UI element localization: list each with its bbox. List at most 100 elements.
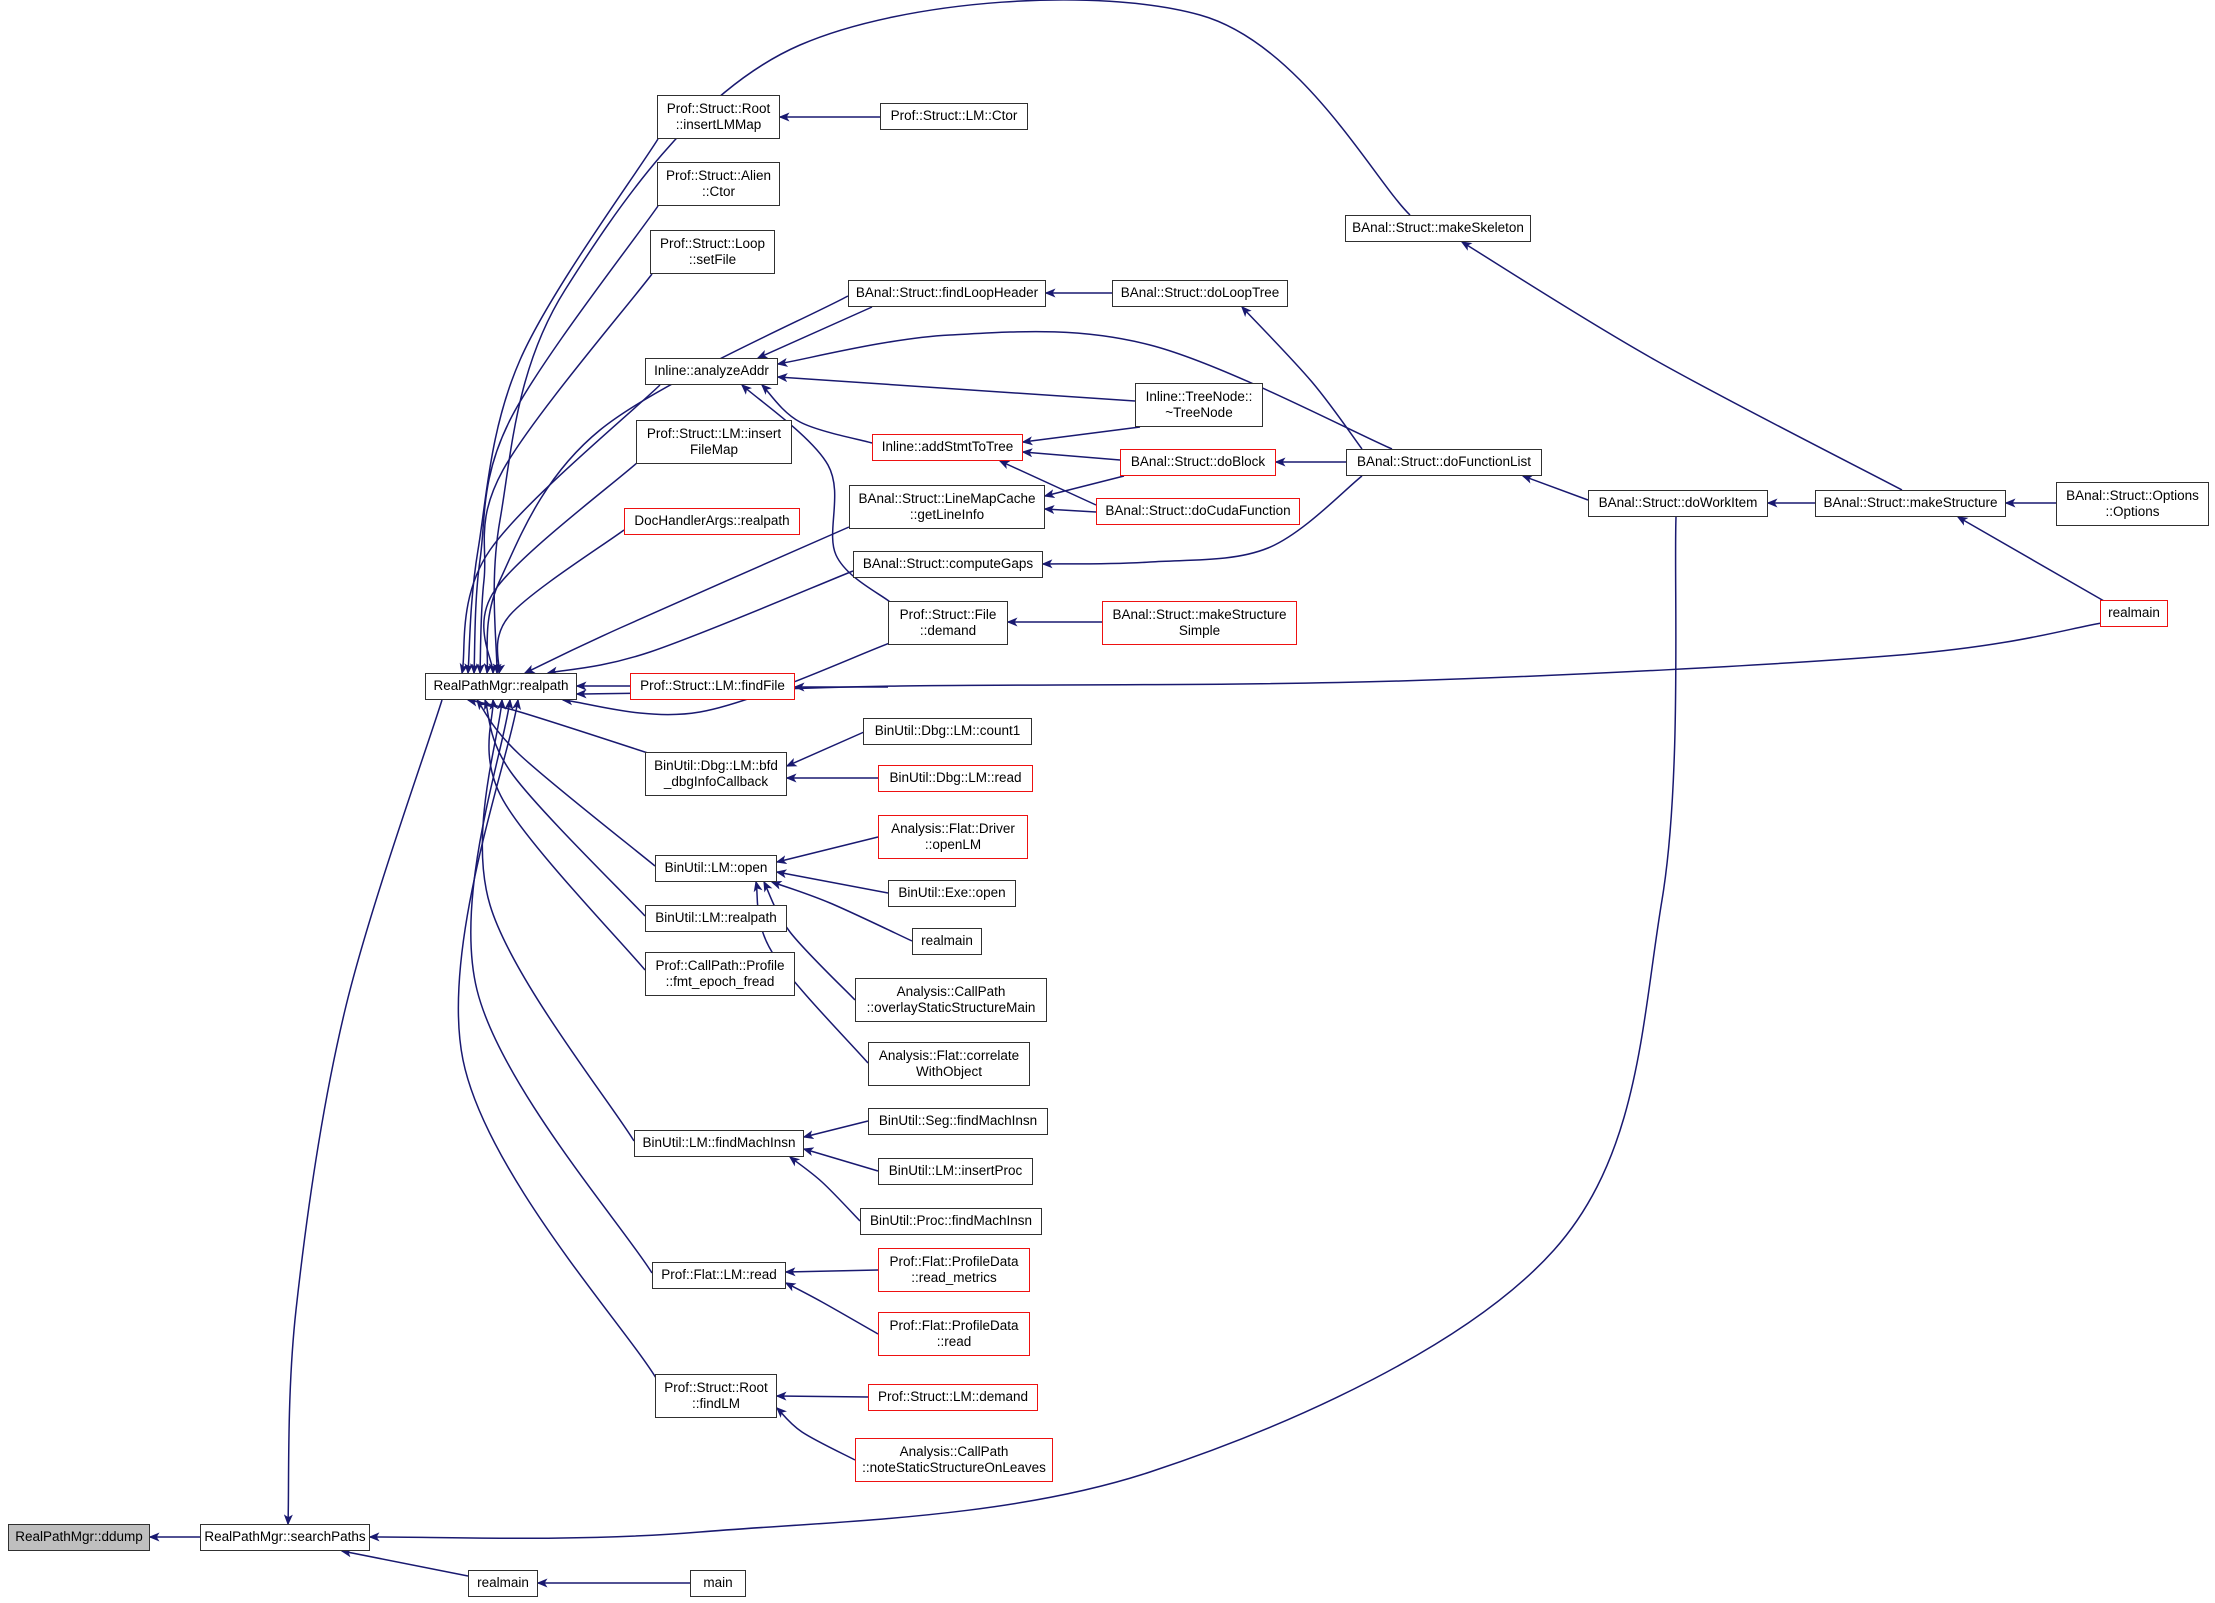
graph-node-doWorkItem[interactable]: BAnal::Struct::doWorkItem xyxy=(1588,490,1768,517)
graph-node-label: Prof::Struct::Loop xyxy=(659,235,766,251)
graph-node-label: main xyxy=(703,1575,733,1591)
edge-fmtEpochFread-realpath xyxy=(488,698,646,971)
graph-node-label: BinUtil::LM::realpath xyxy=(655,910,777,926)
graph-node-label: BinUtil::Dbg::LM::read xyxy=(889,770,1022,786)
graph-node-label: ::read xyxy=(936,1334,972,1349)
graph-node-label: Analysis::CallPath xyxy=(899,1443,1009,1459)
graph-node-loopSetFile[interactable]: Prof::Struct::Loop::setFile xyxy=(650,230,775,274)
edge-doBlock-getLineInfo xyxy=(1043,475,1125,499)
graph-node-dbgCount1[interactable]: BinUtil::Dbg::LM::count1 xyxy=(863,718,1032,745)
graph-node-label: BAnal::Struct::doLoopTree xyxy=(1120,285,1280,301)
edge-lmFindMachInsn-realpath xyxy=(481,698,635,1142)
graph-node-options[interactable]: BAnal::Struct::Options::Options xyxy=(2056,482,2209,526)
graph-node-makeSkeleton[interactable]: BAnal::Struct::makeSkeleton xyxy=(1345,215,1531,242)
edge-addStmtToTree-analyzeAddr xyxy=(760,383,873,444)
graph-node-lmOpen[interactable]: BinUtil::LM::open xyxy=(655,855,777,882)
graph-node-lmCtor[interactable]: Prof::Struct::LM::Ctor xyxy=(880,103,1028,130)
graph-node-addStmtToTree[interactable]: Inline::addStmtToTree xyxy=(872,434,1023,461)
graph-node-label: Prof::Flat::LM::read xyxy=(661,1267,777,1283)
edge-realpath-searchPaths xyxy=(283,699,443,1526)
graph-node-insertLMMap[interactable]: Prof::Struct::Root::insertLMMap xyxy=(657,95,780,139)
edge-computeGaps-realpath xyxy=(546,570,854,676)
graph-node-profileDataRead[interactable]: Prof::Flat::ProfileData::read xyxy=(878,1312,1030,1356)
graph-node-analyzeAddr[interactable]: Inline::analyzeAddr xyxy=(645,358,778,385)
edge-findLoopHeader-realpath xyxy=(483,295,849,675)
graph-node-lmFindMachInsn[interactable]: BinUtil::LM::findMachInsn xyxy=(634,1130,804,1157)
graph-node-label: Prof::CallPath::Profile xyxy=(655,957,785,973)
graph-node-label: ::overlayStaticStructureMain xyxy=(866,1000,1036,1015)
edge-doFunctionList-analyzeAddr xyxy=(776,330,1393,450)
graph-node-label: Prof::Struct::LM::Ctor xyxy=(890,108,1018,124)
graph-node-label: BAnal::Struct::Options xyxy=(2066,487,2199,503)
graph-node-procFindMachInsn[interactable]: BinUtil::Proc::findMachInsn xyxy=(860,1208,1042,1235)
edge-procFindMachInsn-lmFindMachInsn xyxy=(788,1156,861,1222)
graph-node-label: BAnal::Struct::doWorkItem xyxy=(1598,495,1758,511)
edge-doBlock-addStmtToTree xyxy=(1021,448,1121,461)
graph-node-realmainBottom[interactable]: realmain xyxy=(468,1570,538,1597)
graph-node-main[interactable]: main xyxy=(690,1570,746,1597)
edge-fileDemand-realpath xyxy=(561,642,891,716)
edge-exeOpen-lmOpen xyxy=(775,869,889,894)
edge-flatDriverOpenLM-lmOpen xyxy=(775,836,879,865)
graph-node-makeStructure[interactable]: BAnal::Struct::makeStructure xyxy=(1815,490,2006,517)
graph-node-findLoopHeader[interactable]: BAnal::Struct::findLoopHeader xyxy=(848,280,1046,307)
graph-node-lmDemand[interactable]: Prof::Struct::LM::demand xyxy=(868,1384,1038,1411)
graph-node-segFindMachInsn[interactable]: BinUtil::Seg::findMachInsn xyxy=(868,1108,1048,1135)
edge-fileDemand-analyzeAddr xyxy=(740,383,891,603)
graph-node-doCudaFunction[interactable]: BAnal::Struct::doCudaFunction xyxy=(1096,498,1300,525)
graph-node-lmRealpath[interactable]: BinUtil::LM::realpath xyxy=(645,905,787,932)
edge-rootFindLM-realpath xyxy=(457,698,657,1379)
graph-node-bfdDbgInfoCallback[interactable]: BinUtil::Dbg::LM::bfd_dbgInfoCallback xyxy=(645,752,787,796)
edge-makeSkeleton-realpath xyxy=(492,0,1411,675)
graph-node-computeGaps[interactable]: BAnal::Struct::computeGaps xyxy=(853,551,1043,578)
graph-node-doLoopTree[interactable]: BAnal::Struct::doLoopTree xyxy=(1112,280,1288,307)
edge-loopSetFile-realpath xyxy=(475,273,653,675)
graph-node-label: RealPathMgr::realpath xyxy=(433,678,569,694)
graph-node-doFunctionList[interactable]: BAnal::Struct::doFunctionList xyxy=(1346,449,1542,476)
graph-node-overlayStaticStructureMain[interactable]: Analysis::CallPath::overlayStaticStructu… xyxy=(855,978,1047,1022)
graph-node-realmainRight[interactable]: realmain xyxy=(2100,600,2168,627)
edge-lmInsertProc-lmFindMachInsn xyxy=(802,1147,879,1172)
graph-node-exeOpen[interactable]: BinUtil::Exe::open xyxy=(888,880,1016,907)
graph-node-label: BinUtil::Seg::findMachInsn xyxy=(878,1113,1038,1129)
graph-node-label: ~TreeNode xyxy=(1165,405,1233,420)
graph-node-label: _dbgInfoCallback xyxy=(663,774,769,789)
graph-node-lmInsertProc[interactable]: BinUtil::LM::insertProc xyxy=(878,1158,1033,1185)
graph-node-findFile[interactable]: Prof::Struct::LM::findFile xyxy=(630,673,795,700)
graph-node-label: Simple xyxy=(1178,623,1221,638)
graph-node-flatDriverOpenLM[interactable]: Analysis::Flat::Driver::openLM xyxy=(878,815,1028,859)
graph-node-alienCtor[interactable]: Prof::Struct::Alien::Ctor xyxy=(657,162,780,206)
graph-node-label: BinUtil::Proc::findMachInsn xyxy=(869,1213,1033,1229)
graph-node-label: Prof::Struct::Alien xyxy=(665,167,772,183)
graph-node-rootFindLM[interactable]: Prof::Struct::Root::findLM xyxy=(655,1374,777,1418)
graph-node-fileDemand[interactable]: Prof::Struct::File::demand xyxy=(888,601,1008,645)
graph-node-searchPaths[interactable]: RealPathMgr::searchPaths xyxy=(200,1524,370,1551)
graph-node-label: ::fmt_epoch_fread xyxy=(665,974,775,989)
graph-node-label: BinUtil::Exe::open xyxy=(898,885,1006,901)
graph-node-realmainMid[interactable]: realmain xyxy=(912,928,982,955)
edge-doWorkItem-searchPaths xyxy=(368,516,1677,1542)
graph-node-fmtEpochFread[interactable]: Prof::CallPath::Profile::fmt_epoch_fread xyxy=(645,952,795,996)
graph-node-label: Analysis::CallPath xyxy=(896,983,1006,999)
graph-node-realpath[interactable]: RealPathMgr::realpath xyxy=(425,673,577,700)
edge-realmainRight-realpath xyxy=(575,622,2103,699)
graph-node-label: ::read_metrics xyxy=(911,1270,997,1285)
edge-realmainMid-lmOpen xyxy=(770,881,913,942)
graph-node-dbgRead[interactable]: BinUtil::Dbg::LM::read xyxy=(878,765,1033,792)
graph-node-getLineInfo[interactable]: BAnal::Struct::LineMapCache::getLineInfo xyxy=(849,485,1045,529)
graph-node-label: BAnal::Struct::LineMapCache xyxy=(858,490,1036,506)
graph-node-readMetrics[interactable]: Prof::Flat::ProfileData::read_metrics xyxy=(878,1248,1030,1292)
graph-node-flatLMRead[interactable]: Prof::Flat::LM::read xyxy=(652,1262,786,1289)
graph-node-treeNode[interactable]: Inline::TreeNode::~TreeNode xyxy=(1135,383,1263,427)
graph-node-label: Prof::Struct::File xyxy=(899,606,997,622)
graph-node-label: BAnal::Struct::computeGaps xyxy=(862,556,1034,572)
graph-node-doBlock[interactable]: BAnal::Struct::doBlock xyxy=(1120,449,1276,476)
graph-node-noteStaticStructureOnLeaves[interactable]: Analysis::CallPath::noteStaticStructureO… xyxy=(855,1438,1053,1482)
graph-node-docHandlerArgs[interactable]: DocHandlerArgs::realpath xyxy=(624,508,800,535)
graph-node-label: WithObject xyxy=(915,1064,983,1079)
